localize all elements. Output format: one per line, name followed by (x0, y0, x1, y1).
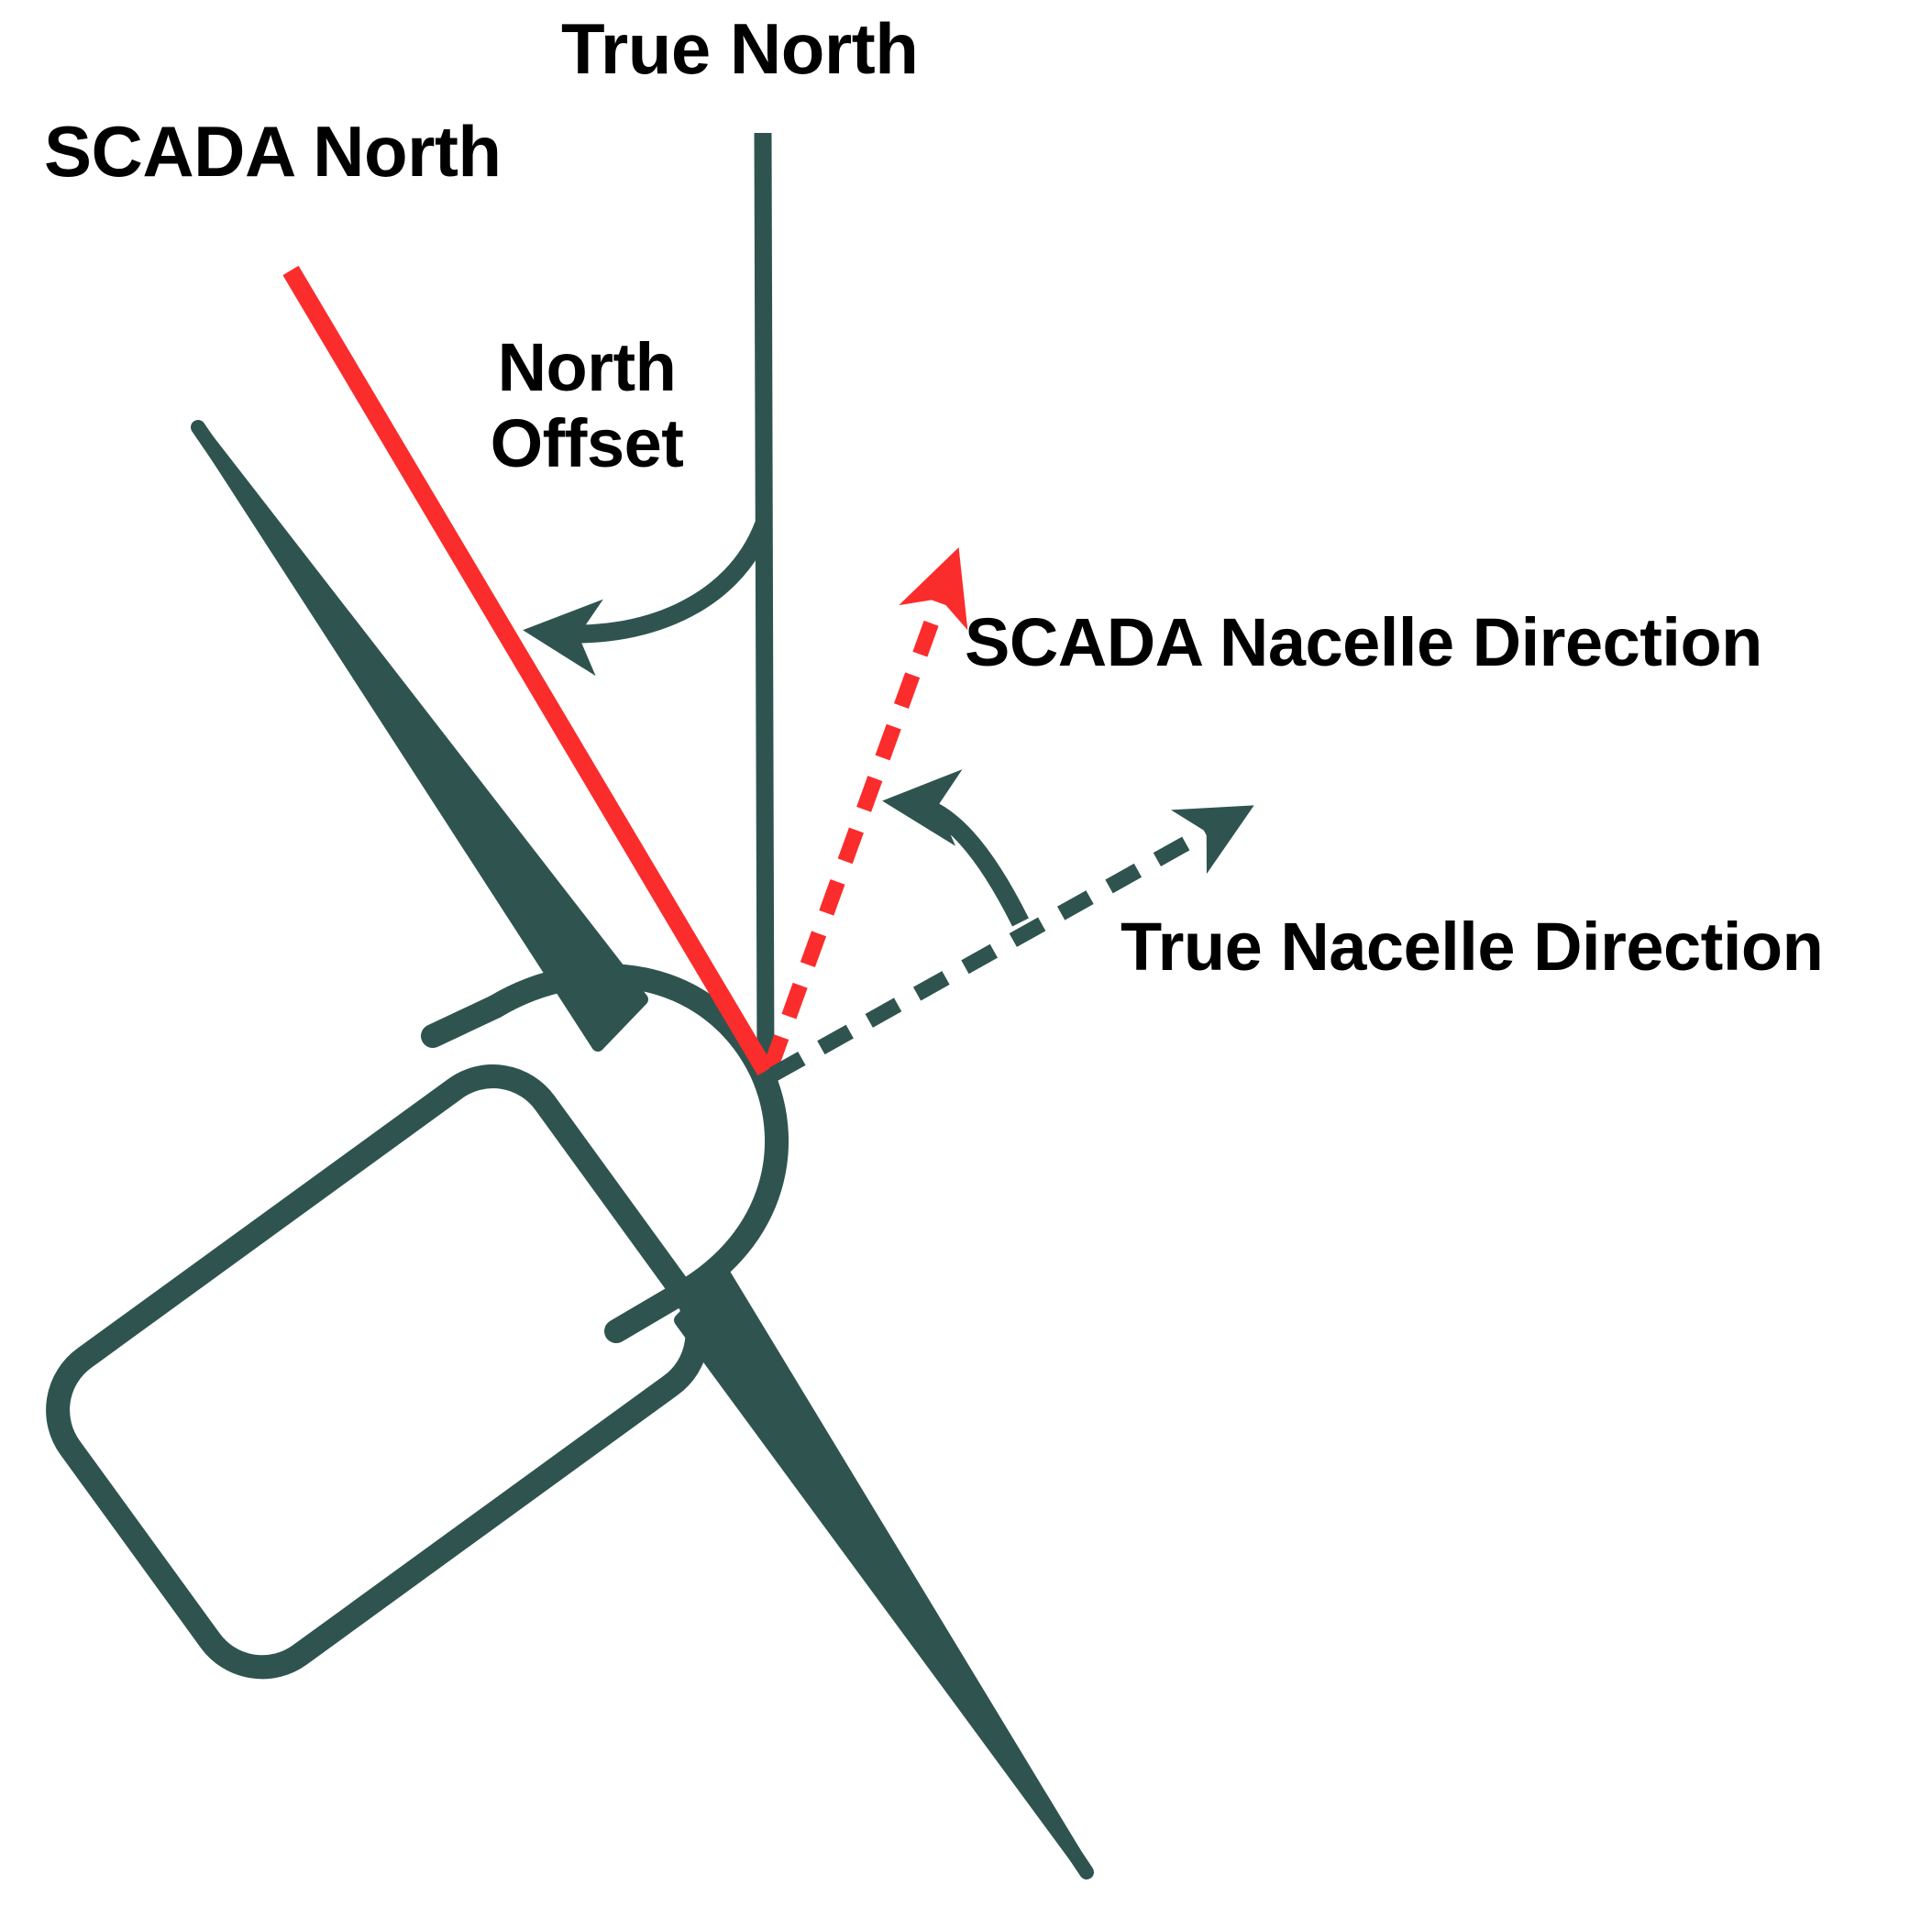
label-north-offset: North Offset (490, 329, 684, 481)
label-true-north: True North (561, 8, 919, 89)
blade-upper-left-edge (191, 420, 617, 1036)
wind-turbine-graphic (46, 420, 1094, 1879)
label-scada-nacelle-direction: SCADA Nacelle Direction (965, 604, 1762, 680)
true-nacelle-direction-arrow (768, 805, 1254, 1082)
nacelle-angle-arc (882, 769, 1029, 927)
label-true-nacelle-direction: True Nacelle Direction (1121, 909, 1824, 985)
scada-nacelle-direction-arrow (763, 547, 968, 1071)
blade-lower-right-edge (695, 1287, 1094, 1879)
label-scada-north: SCADA North (44, 111, 502, 192)
north-offset-arc (523, 521, 773, 677)
hub-connector-bottom (604, 1285, 686, 1343)
hub-connector-top (421, 995, 507, 1048)
true-north-line (754, 132, 775, 1072)
nacelle-body (46, 1064, 710, 1680)
